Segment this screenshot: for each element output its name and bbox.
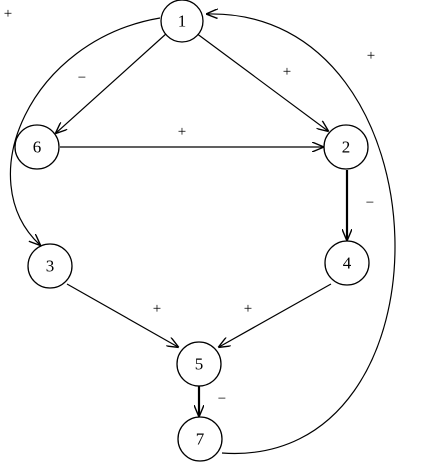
edge-1-6	[56, 32, 168, 133]
node-label-2: 2	[342, 138, 351, 157]
node-label-3: 3	[46, 257, 55, 276]
edge-4-5	[219, 283, 332, 347]
edge-sign-6-2: +	[178, 124, 186, 140]
edge-3-5	[66, 283, 178, 347]
edge-7-1	[207, 14, 396, 454]
node-label-7: 7	[196, 430, 205, 449]
node-6: 6	[14, 124, 60, 170]
node-7: 7	[177, 416, 223, 462]
edge-sign-3-5: +	[153, 301, 161, 317]
edge-sign-2-4: −	[366, 195, 374, 211]
edges	[9, 14, 396, 454]
edge-1-3	[9, 17, 161, 245]
node-label-6: 6	[33, 138, 42, 157]
edge-1-2	[195, 32, 328, 131]
node-label-5: 5	[195, 355, 204, 374]
node-label-1: 1	[178, 12, 187, 31]
node-3: 3	[27, 243, 73, 289]
node-5: 5	[176, 341, 222, 387]
node-2: 2	[323, 124, 369, 170]
edge-sign-7-1: +	[367, 48, 375, 64]
edge-sign-1-2: +	[283, 64, 291, 80]
node-label-4: 4	[343, 254, 352, 273]
edge-sign-1-6: −	[78, 70, 86, 86]
node-4: 4	[324, 240, 370, 286]
edge-sign-1-3: +	[4, 6, 12, 22]
edge-sign-4-5: +	[244, 301, 252, 317]
edge-signs: − + + − + + + − +	[4, 6, 375, 407]
edge-sign-5-7: −	[218, 391, 226, 407]
node-1: 1	[160, 0, 204, 43]
